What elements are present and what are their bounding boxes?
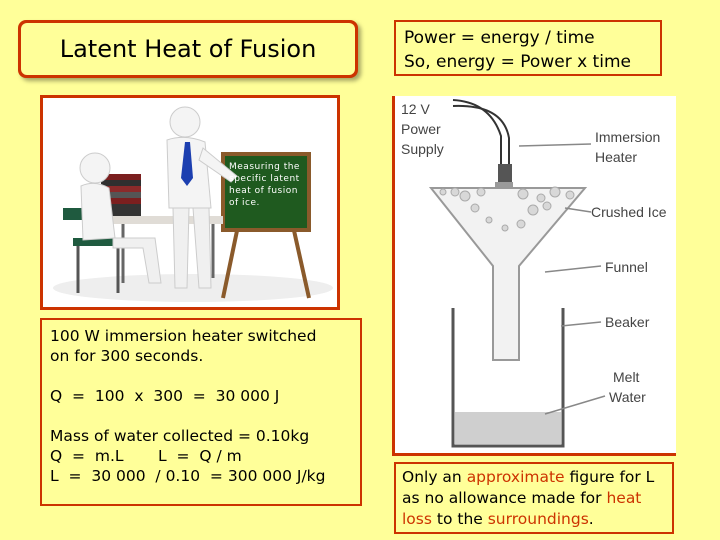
formula-box: Power = energy / time So, energy = Power… xyxy=(394,20,662,76)
note-text-4: . xyxy=(588,510,594,528)
funnel-label: Funnel xyxy=(605,259,648,275)
supply-label-2: Power xyxy=(401,121,441,137)
ice-icon xyxy=(439,186,575,232)
formula-line-power: Power = energy / time xyxy=(404,28,595,48)
ice-label: Crushed Ice xyxy=(591,204,667,220)
calc-line-6: L = 30 000 / 0.10 = 300 000 J/kg xyxy=(50,467,326,485)
calc-line-5: Q = m.L L = Q / m xyxy=(50,447,242,465)
beaker-label: Beaker xyxy=(605,314,650,330)
note-text-1: Only an xyxy=(402,468,467,486)
heater-icon xyxy=(498,164,512,184)
note-highlight-heat-loss: heat loss xyxy=(402,489,642,528)
title-box: Latent Heat of Fusion xyxy=(18,20,358,78)
note-box: Only an approximate figure for L as no a… xyxy=(394,462,674,534)
supply-label-1: 12 V xyxy=(401,101,430,117)
water-label-1: Melt xyxy=(613,369,640,385)
supply-label-3: Supply xyxy=(401,141,444,157)
calc-line-4: Mass of water collected = 0.10kg xyxy=(50,427,310,445)
water-icon xyxy=(455,412,561,444)
blackboard-caption: Measuring the specific latent heat of fu… xyxy=(229,162,300,208)
apparatus-illustration: 12 V Power Supply Immersion Heater Crush xyxy=(401,99,667,448)
water-label-2: Water xyxy=(609,389,646,405)
apparatus-diagram: 12 V Power Supply Immersion Heater Crush xyxy=(392,96,676,456)
note-highlight-approximate: approximate xyxy=(466,468,565,486)
funnel-icon xyxy=(428,187,588,361)
calc-line-2: on for 300 seconds. xyxy=(50,347,204,365)
note-text-2: figure for L as no allowance made for xyxy=(402,468,655,507)
blackboard-icon xyxy=(221,152,311,299)
formula-line-energy: So, energy = Power x time xyxy=(404,52,631,72)
calculation-box: 100 W immersion heater switched on for 3… xyxy=(40,318,362,506)
note-text-3: to the xyxy=(431,510,488,528)
calc-line-3: Q = 100 x 300 = 30 000 J xyxy=(50,387,280,405)
beaker-icon xyxy=(451,308,565,448)
heater-label-2: Heater xyxy=(595,149,637,165)
classroom-illustration xyxy=(53,106,333,302)
calc-line-1: 100 W immersion heater switched xyxy=(50,327,317,345)
heater-label-1: Immersion xyxy=(595,129,660,145)
page-title: Latent Heat of Fusion xyxy=(59,35,317,63)
note-highlight-surroundings: surroundings xyxy=(487,510,589,528)
classroom-picture: Measuring the specific latent heat of fu… xyxy=(40,95,340,310)
